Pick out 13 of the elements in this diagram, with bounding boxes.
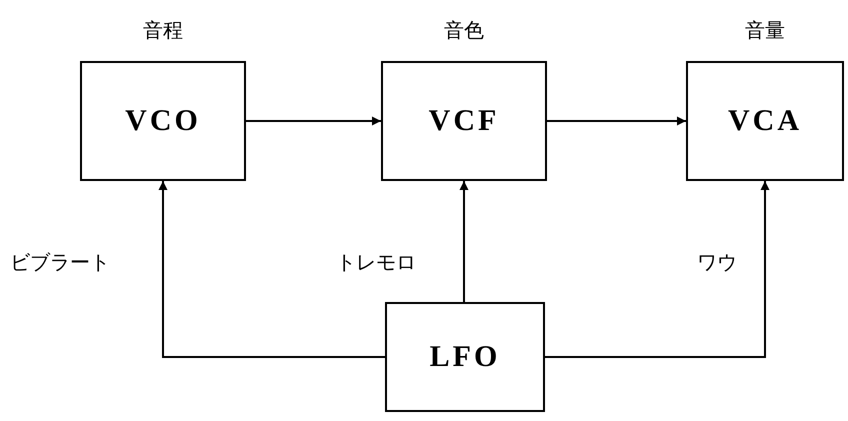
module-name: VCO xyxy=(125,104,201,138)
arrow xyxy=(547,116,686,126)
arrow xyxy=(158,181,385,358)
arrow xyxy=(460,181,468,302)
module-name: LFO xyxy=(430,340,500,374)
module-box xyxy=(385,302,545,412)
module-name: VCF xyxy=(428,104,500,138)
module-heading: 音量 xyxy=(745,17,785,44)
module-name: VCA xyxy=(728,104,802,138)
arrow xyxy=(246,116,381,126)
arrow xyxy=(545,181,770,358)
module-heading: 音程 xyxy=(143,17,183,44)
module-heading: 音色 xyxy=(444,17,484,44)
